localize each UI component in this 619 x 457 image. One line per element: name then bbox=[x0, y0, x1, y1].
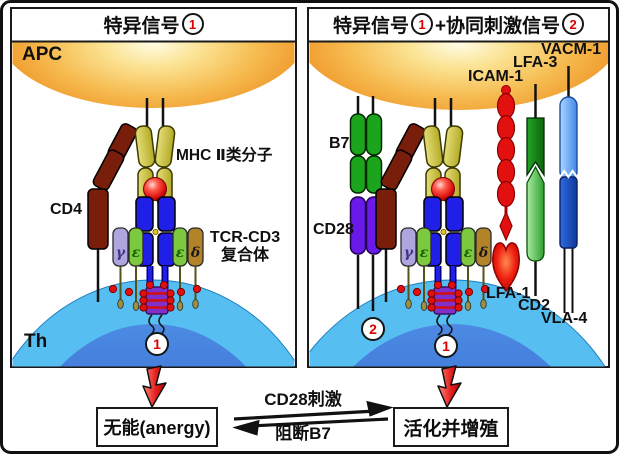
b7-cd28-pair bbox=[349, 96, 383, 311]
vacm1-molecule bbox=[559, 96, 578, 181]
vla4-label: VLA-4 bbox=[541, 310, 588, 327]
cd2-label: CD2 bbox=[518, 297, 551, 314]
left-panel-title: 特异信号 1 bbox=[11, 8, 296, 40]
b7-label: B7 bbox=[329, 135, 350, 152]
cd28-stimulation-label: CD28刺激 bbox=[264, 390, 342, 409]
icam1-label: ICAM-1 bbox=[468, 68, 524, 85]
lfa1-molecule bbox=[492, 242, 520, 293]
right-title-signal1-badge: 1 bbox=[410, 13, 433, 35]
vacm-vla-junction bbox=[559, 169, 578, 179]
right-panel-title: 特异信号 1 +协同刺激信号 2 bbox=[308, 8, 609, 40]
tcr-cd3-label-line1: TCR-CD3 bbox=[209, 229, 281, 246]
lfa3-cd2-pair bbox=[526, 84, 545, 296]
apc-cell-left bbox=[12, 42, 295, 108]
activation-outcome-box: 活化并增殖 bbox=[393, 407, 509, 447]
cd28-label: CD28 bbox=[313, 221, 354, 238]
mhc-ii-label: MHC Ⅱ类分子 bbox=[176, 147, 273, 164]
anergy-outcome-box: 无能(anergy) bbox=[96, 407, 218, 447]
signal1-badge-left: 1 bbox=[145, 332, 169, 356]
left-title-text: 特异信号 bbox=[103, 15, 180, 37]
b7-molecule bbox=[349, 113, 383, 194]
th-label-left: Th bbox=[24, 331, 48, 352]
lfa3-label: LFA-3 bbox=[513, 54, 558, 71]
equilibrium-arrows bbox=[232, 400, 394, 436]
tcr-cd3-label: TCR-CD3 复合体 bbox=[203, 229, 287, 266]
right-title-text-2: +协同刺激信号 bbox=[434, 15, 561, 37]
vla4-molecule bbox=[559, 176, 578, 249]
apc-label-left: APC bbox=[22, 44, 63, 65]
vacm1-vla4-pair bbox=[559, 66, 578, 313]
icam1-lfa1-pair bbox=[492, 85, 520, 293]
vacm1-label: VACM-1 bbox=[541, 41, 602, 58]
signal2-badge-right: 2 bbox=[361, 317, 385, 341]
cd2-molecule bbox=[526, 165, 545, 262]
apc-cell-right bbox=[309, 42, 608, 110]
cd4-label: CD4 bbox=[50, 201, 83, 218]
lfa1-label: LFA-1 bbox=[486, 285, 531, 302]
right-title-signal2-badge: 2 bbox=[562, 13, 585, 35]
icam1-beads bbox=[496, 92, 516, 242]
right-title-text-1: 特异信号 bbox=[332, 15, 409, 37]
block-b7-label: 阻断B7 bbox=[275, 424, 331, 443]
left-title-signal1-badge: 1 bbox=[181, 13, 204, 35]
signal1-badge-right: 1 bbox=[434, 334, 458, 358]
lfa3-molecule bbox=[526, 117, 545, 178]
tcr-cd3-label-line2: 复合体 bbox=[220, 247, 269, 265]
